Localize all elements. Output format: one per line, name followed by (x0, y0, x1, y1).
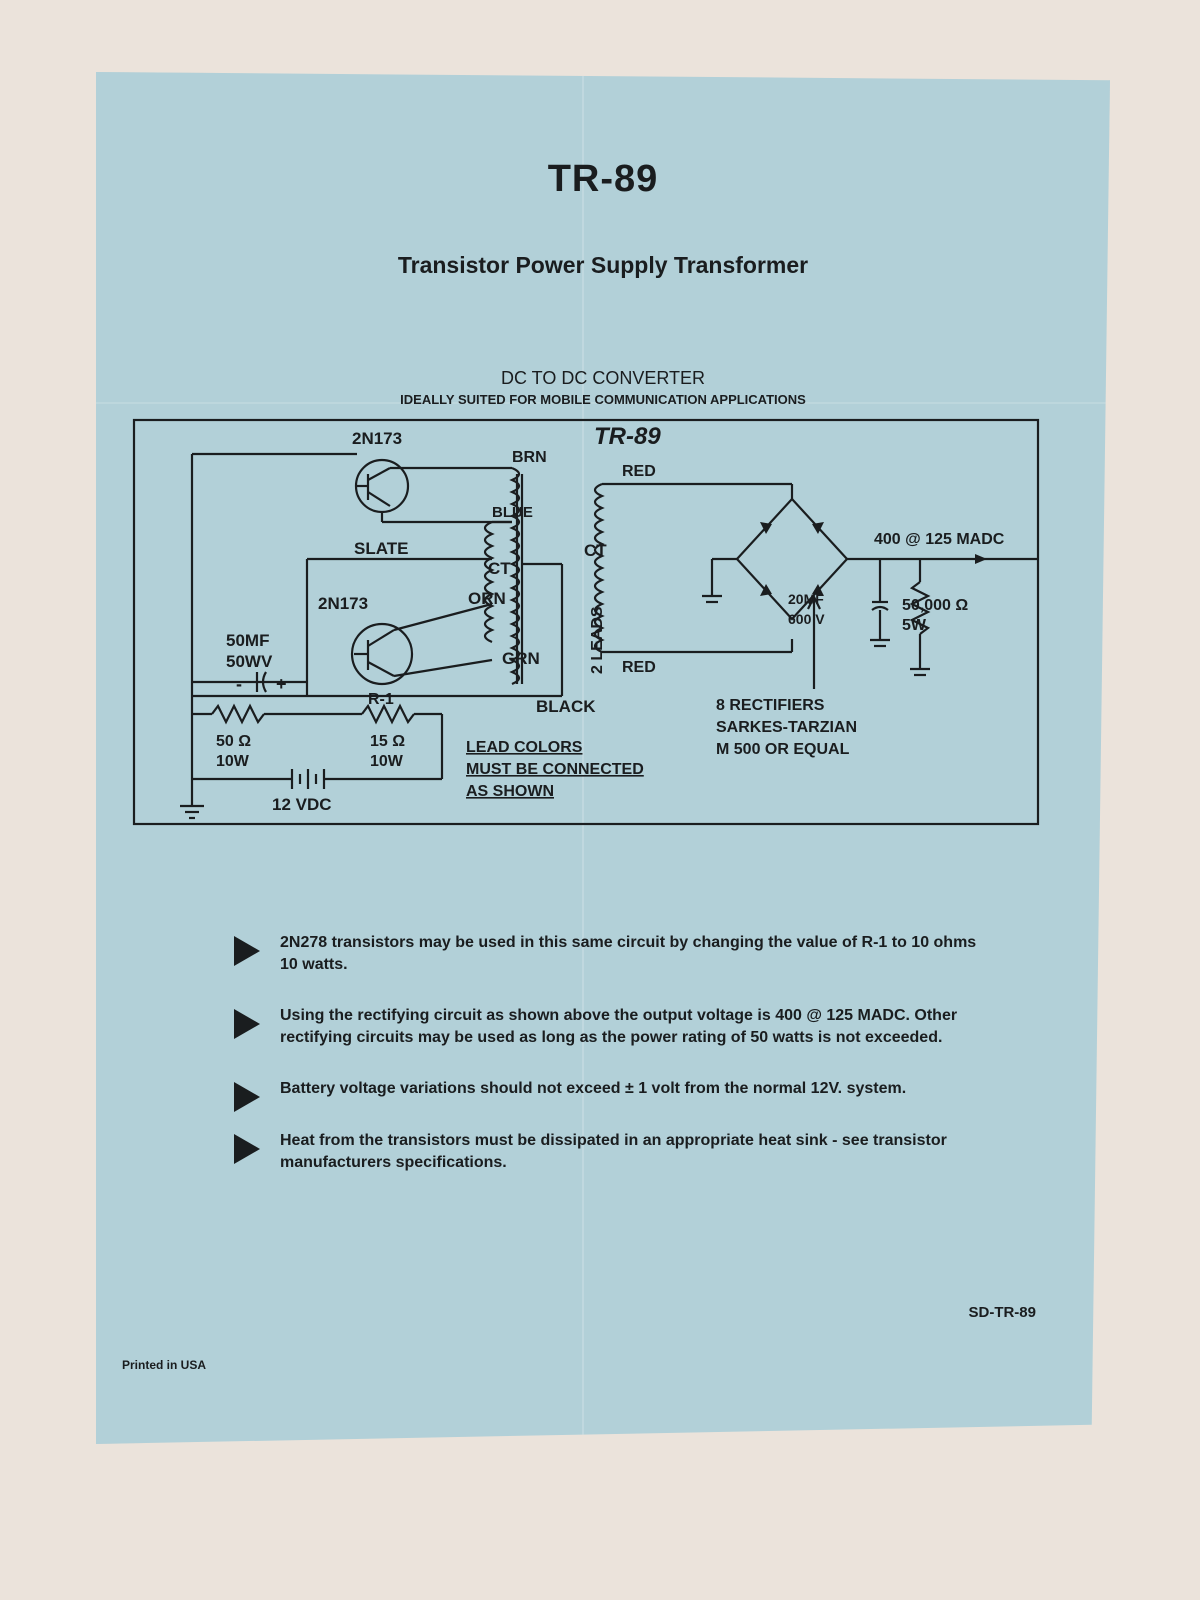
label-filter-cap: 20MF (788, 591, 824, 607)
label-transistor-top: 2N173 (352, 429, 402, 448)
arrow-bullet-icon (234, 1133, 260, 1164)
note-text: 2N278 transistors may be used in this sa… (280, 934, 977, 973)
instruction-sheet: TR-89 Transistor Power Supply Transforme… (96, 72, 1110, 1444)
label-res-left-watt: 10W (216, 753, 250, 770)
feedback-winding (483, 520, 495, 644)
note-item: Battery voltage variations should not ex… (234, 1078, 994, 1113)
label-plus: + (276, 674, 287, 694)
label-res-left-value: 50 Ω (216, 733, 251, 750)
label-rectifiers-1: 8 RECTIFIERS (716, 697, 825, 714)
label-grn: GRN (502, 649, 540, 668)
note-text: Using the rectifying circuit as shown ab… (280, 1007, 958, 1046)
secondary-winding (593, 482, 605, 654)
transistor-bottom-symbol (350, 622, 414, 686)
label-ct-left: CT (488, 559, 511, 578)
printed-in-label: Printed in USA (122, 1358, 207, 1372)
label-r1-watt: 10W (370, 753, 404, 770)
document-code: SD-TR-89 (968, 1304, 1036, 1321)
primary-winding (509, 466, 521, 686)
label-tr89: TR-89 (594, 423, 661, 450)
label-brn: BRN (512, 449, 547, 466)
label-lead-note-2: MUST BE CONNECTED (466, 761, 644, 778)
arrow-bullet-icon (234, 936, 260, 966)
note-item: Using the rectifying circuit as shown ab… (234, 1005, 994, 1048)
label-transistor-bottom: 2N173 (318, 594, 368, 613)
arrow-bullet-icon (234, 1082, 260, 1113)
note-text: Heat from the transistors must be dissip… (280, 1131, 947, 1171)
document-title: TR-89 (547, 158, 659, 200)
label-load-value: 50,000 Ω (902, 597, 968, 614)
label-load-watt: 5W (902, 617, 927, 634)
note-text: Battery voltage variations should not ex… (280, 1080, 907, 1098)
label-blue: BLUE (492, 504, 533, 521)
arrow-bullet-icon (234, 1009, 260, 1040)
resistor-50-ohm-symbol (211, 703, 265, 725)
label-two-leads: 2 LEADS (589, 606, 606, 674)
notes-list: 2N278 transistors may be used in this sa… (234, 932, 994, 1203)
label-battery: 12 VDC (272, 795, 332, 814)
label-rectifiers-3: M 500 OR EQUAL (716, 741, 850, 758)
label-lead-note-3: AS SHOWN (466, 783, 554, 800)
circuit-diagram: 2N173 BRN TR-89 BLUE SLATE CT CT ORN 2N1… (132, 418, 1040, 826)
label-ct-right: CT (584, 541, 607, 560)
load-resistor-symbol (909, 581, 931, 635)
label-cap-value: 50MF (226, 631, 269, 650)
label-black: BLACK (536, 697, 596, 716)
label-cap-voltage: 50WV (226, 652, 273, 671)
rectifier-bridge (735, 497, 849, 621)
label-output: 400 @ 125 MADC (874, 531, 1005, 548)
section-title: DC TO DC CONVERTER (500, 368, 706, 388)
diagram-frame (132, 418, 1040, 826)
label-rectifiers-2: SARKES-TARZIAN (716, 719, 857, 736)
label-orn: ORN (468, 589, 506, 608)
fold-line-vertical (582, 72, 584, 1444)
fold-line-horizontal (96, 402, 1110, 404)
label-red-bottom: RED (622, 659, 656, 676)
label-filter-cap-voltage: 600 V (788, 611, 825, 627)
note-item: 2N278 transistors may be used in this sa… (234, 932, 994, 975)
label-minus: - (236, 674, 242, 694)
note-item: Heat from the transistors must be dissip… (234, 1130, 994, 1173)
label-lead-note-1: LEAD COLORS (466, 739, 583, 756)
label-red-top: RED (622, 463, 656, 480)
section-subtitle: IDEALLY SUITED FOR MOBILE COMMUNICATION … (400, 392, 806, 407)
label-r1-value: 15 Ω (370, 733, 405, 750)
label-slate: SLATE (354, 539, 408, 558)
resistor-r1-symbol (361, 703, 415, 725)
document-subtitle: Transistor Power Supply Transformer (397, 252, 809, 278)
label-r1: R-1 (368, 691, 394, 708)
